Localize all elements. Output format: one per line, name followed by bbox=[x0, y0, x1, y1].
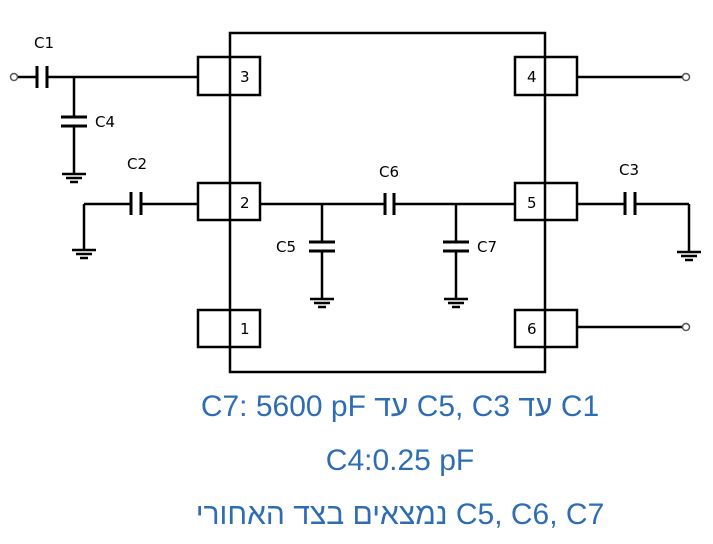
svg-text:C6: C6 bbox=[379, 163, 399, 181]
svg-text:C5: C5 bbox=[276, 238, 296, 256]
capacitor-c3: C3 bbox=[619, 161, 639, 215]
svg-text:1: 1 bbox=[240, 320, 250, 338]
ground-symbol bbox=[308, 297, 336, 309]
ground-symbol bbox=[675, 250, 703, 262]
svg-text:4: 4 bbox=[527, 68, 537, 86]
capacitor-c5: C5 bbox=[276, 238, 335, 256]
ground-symbol bbox=[442, 297, 470, 309]
input-terminal-left bbox=[9, 72, 19, 82]
svg-text:C4: C4 bbox=[95, 113, 115, 131]
svg-text:5: 5 bbox=[527, 194, 537, 212]
svg-text:6: 6 bbox=[527, 320, 537, 338]
svg-text:C3: C3 bbox=[619, 161, 639, 179]
pin-6: 6 bbox=[513, 308, 579, 349]
svg-text:3: 3 bbox=[240, 68, 250, 86]
capacitor-c1: C1 bbox=[34, 34, 54, 88]
capacitor-c6: C6 bbox=[379, 163, 399, 215]
ic-package-body bbox=[228, 31, 547, 374]
note-capacitance-c1-c3-c5-c7: C1 עד C5, C3 עד C7: 5600 pF bbox=[200, 390, 600, 423]
pin-2: 2 bbox=[196, 181, 262, 222]
capacitor-c7: C7 bbox=[443, 238, 497, 256]
svg-text:C2: C2 bbox=[127, 155, 147, 173]
pin-5: 5 bbox=[513, 181, 579, 222]
ground-symbol bbox=[70, 248, 98, 260]
pin-1: 1 bbox=[196, 308, 262, 349]
output-terminal-pin4 bbox=[681, 72, 691, 82]
capacitor-c2: C2 bbox=[127, 155, 147, 215]
svg-text:C1: C1 bbox=[34, 34, 54, 52]
output-terminal-pin6 bbox=[681, 322, 691, 332]
note-capacitance-c4: C4:0.25 pF bbox=[325, 444, 475, 477]
svg-text:2: 2 bbox=[240, 194, 250, 212]
ground-symbol bbox=[60, 172, 88, 184]
note-backside-components: C5, C6, C7 נמצאים בצד האחורי bbox=[195, 498, 605, 531]
svg-text:C7: C7 bbox=[477, 238, 497, 256]
capacitor-c4: C4 bbox=[61, 113, 115, 131]
